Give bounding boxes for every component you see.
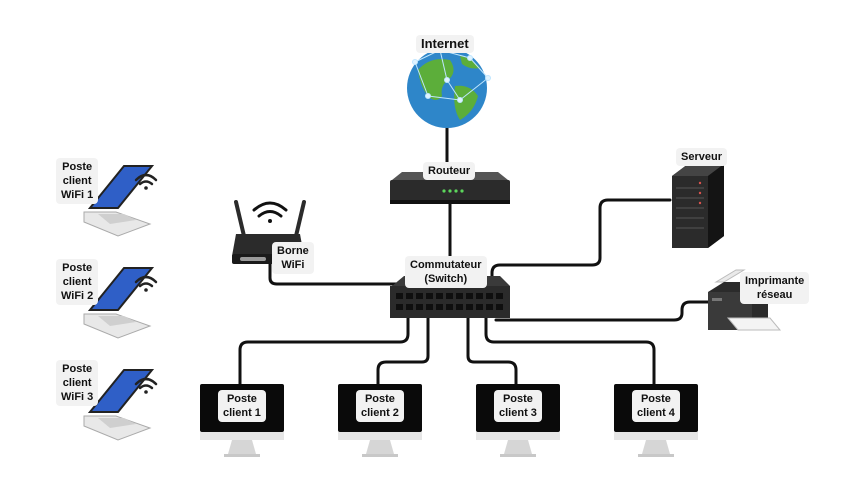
label-client-4: Poste client 4 — [632, 390, 680, 422]
cable-printer-switch — [494, 300, 710, 322]
label-internet: Internet — [416, 35, 474, 53]
cable-switch-client3 — [466, 316, 518, 386]
server-icon — [672, 164, 724, 248]
cable-switch-client2 — [376, 316, 430, 386]
label-wifi-client-2: Poste client WiFi 2 — [56, 259, 99, 305]
wifi-signal-icon — [134, 173, 158, 190]
cable-switch-client4 — [484, 316, 656, 386]
laptop-icon-1 — [83, 165, 158, 237]
wifi-signal-icon — [252, 201, 288, 223]
cable-switch-client1 — [238, 316, 410, 386]
globe-icon — [407, 47, 491, 128]
label-wifi-client-3: Poste client WiFi 3 — [56, 360, 99, 406]
label-routeur: Routeur — [423, 162, 476, 180]
label-client-1: Poste client 1 — [218, 390, 266, 422]
label-borne-wifi: Borne WiFi — [272, 242, 314, 274]
laptop-icon-2 — [83, 267, 158, 339]
laptop-icon-3 — [83, 369, 158, 441]
desktop-monitors — [200, 384, 698, 457]
label-client-3: Poste client 3 — [494, 390, 542, 422]
label-imprimante: Imprimante réseau — [740, 272, 810, 304]
cable-server-switch — [490, 198, 672, 290]
label-serveur: Serveur — [676, 148, 727, 166]
label-wifi-client-1: Poste client WiFi 1 — [56, 158, 99, 204]
access-point-icon — [232, 200, 306, 264]
wifi-signal-icon — [134, 377, 158, 394]
wifi-signal-icon — [134, 275, 158, 292]
label-client-2: Poste client 2 — [356, 390, 404, 422]
wifi-laptops — [83, 165, 158, 441]
label-commutateur: Commutateur (Switch) — [405, 256, 487, 288]
cables — [238, 126, 710, 386]
